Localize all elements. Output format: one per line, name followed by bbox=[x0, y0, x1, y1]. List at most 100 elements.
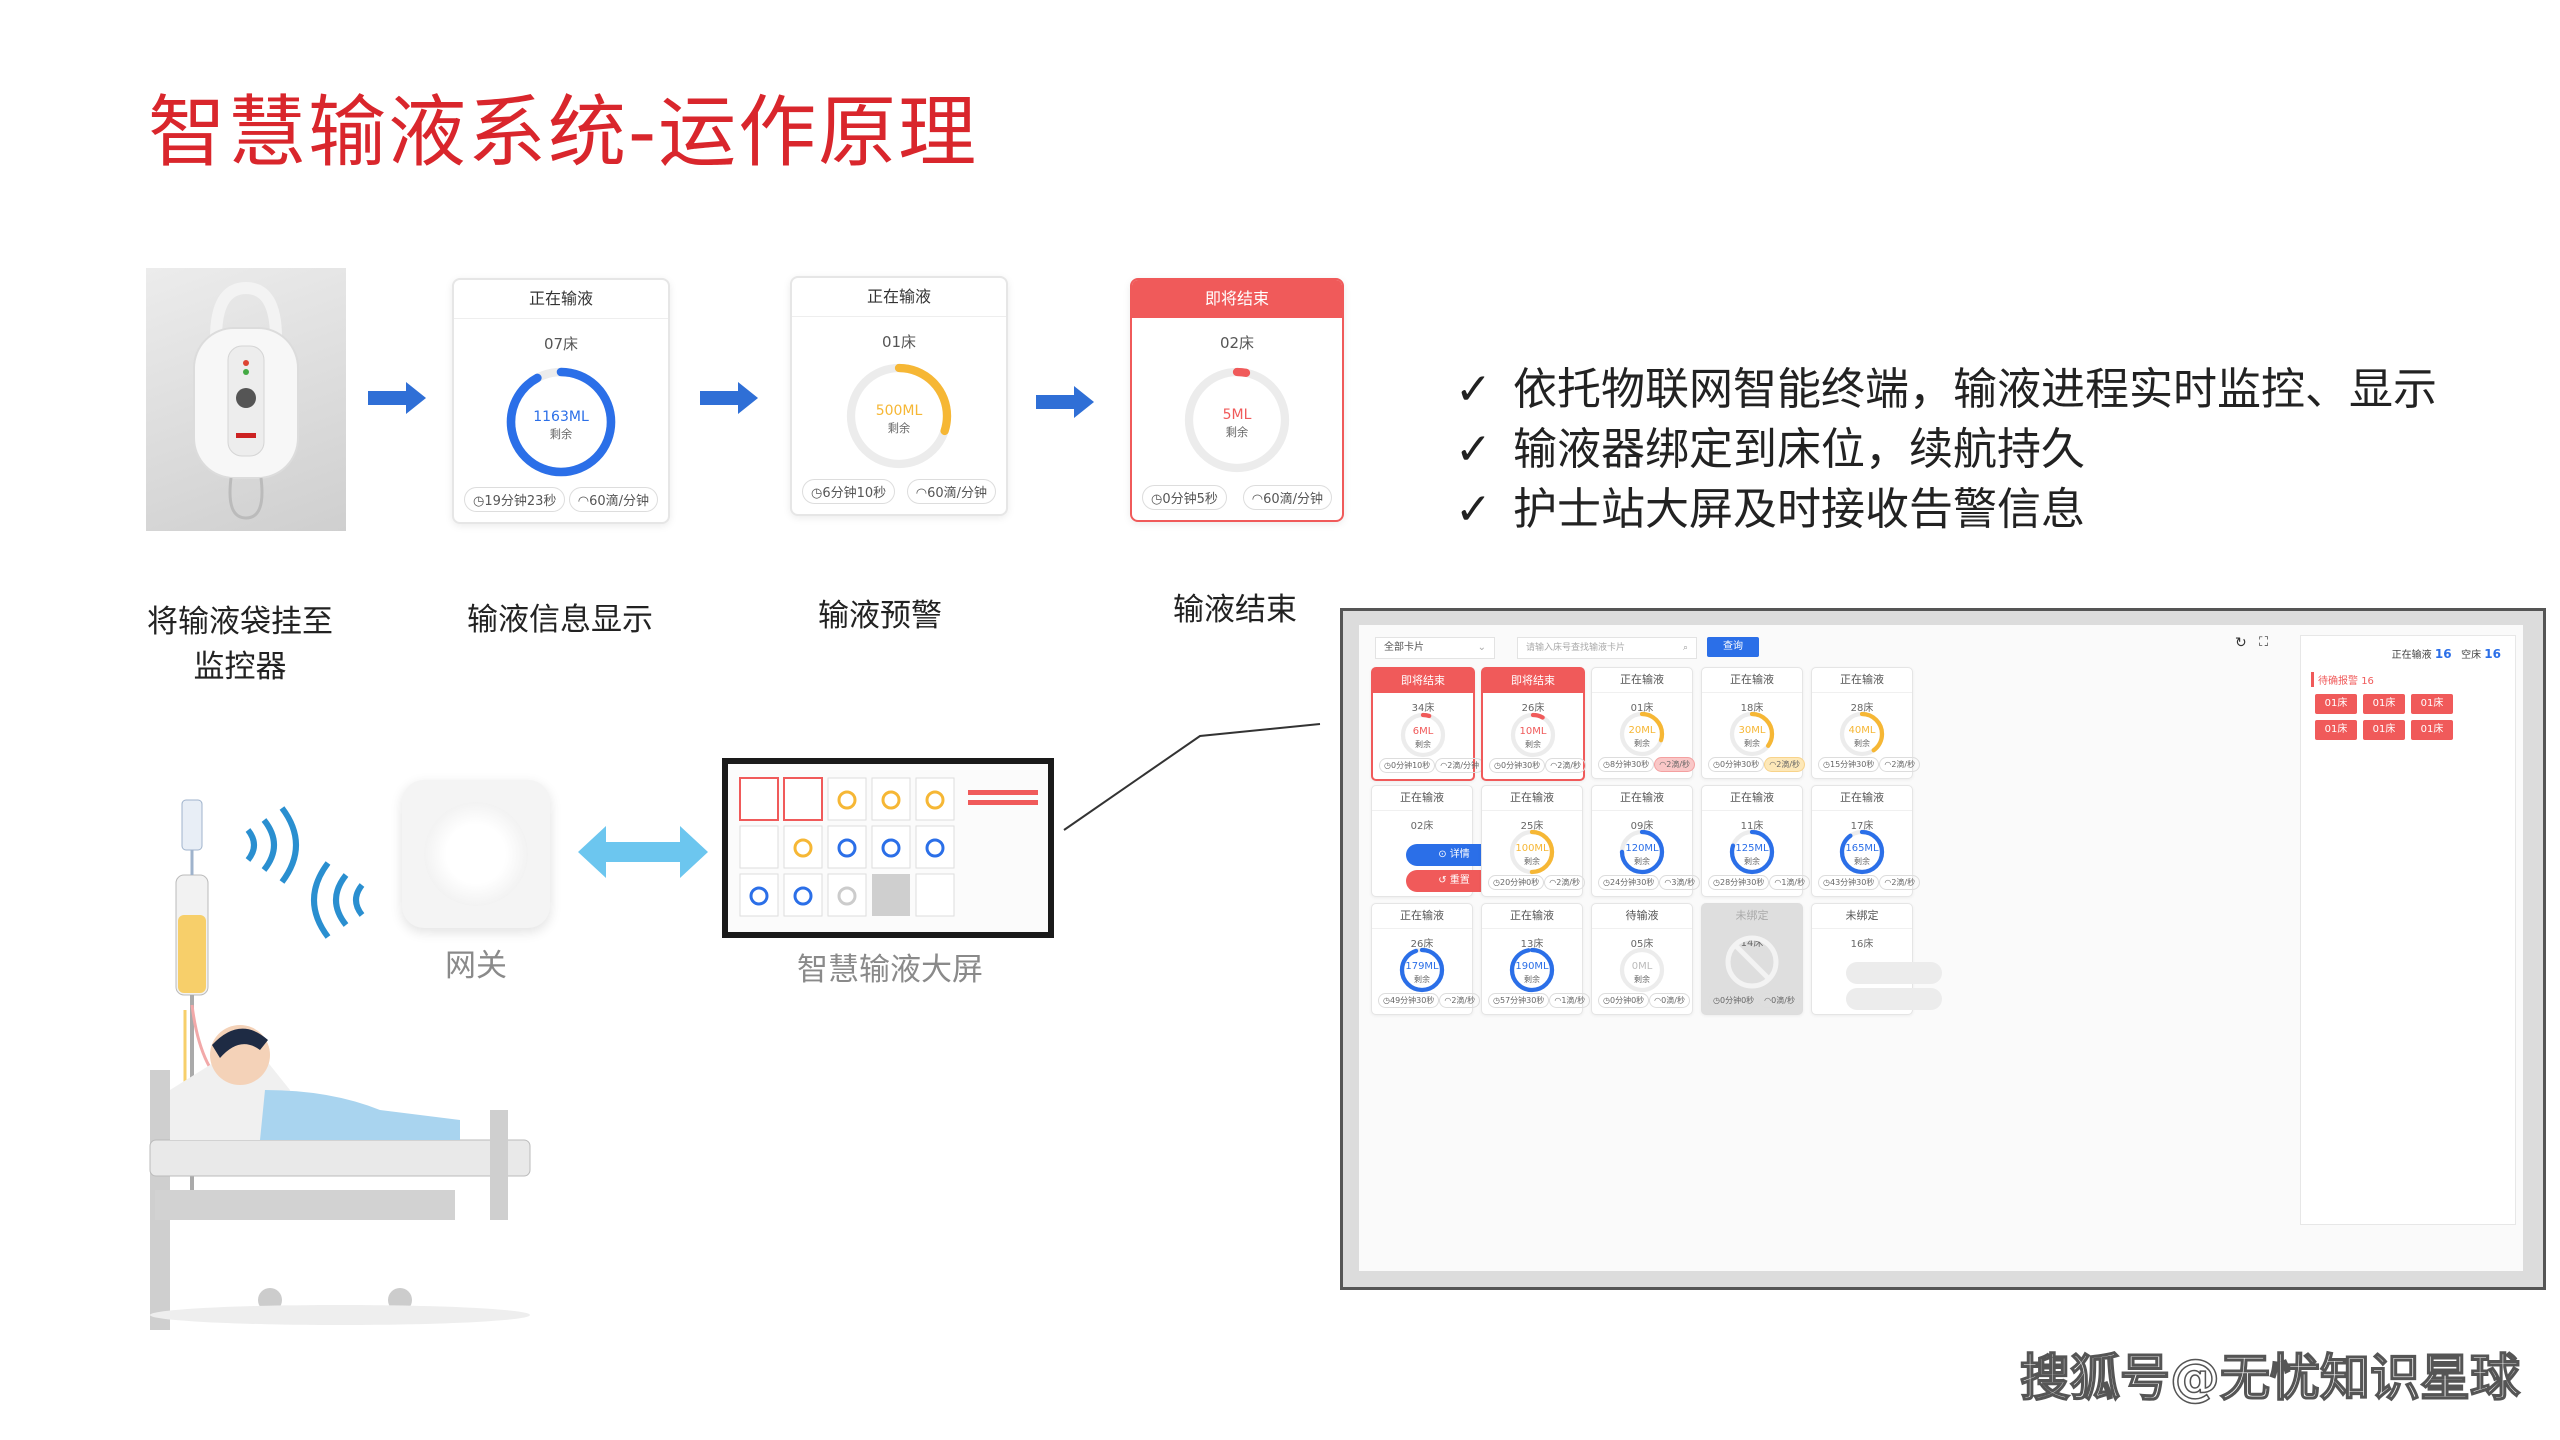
drip-rate: ◠60滴/分钟 bbox=[906, 479, 996, 504]
level-ring: 125ML 剩余 bbox=[1729, 829, 1775, 875]
nurse-station-bigscreen: 全部卡片⌄ 请输入床号查找输液卡片⌕ 查询 ↻ ⛶ 即将结束 34床 6ML 剩余 ◷0… bbox=[1340, 608, 2546, 1290]
unavailable-icon bbox=[1725, 935, 1779, 989]
fullscreen-icon[interactable]: ⛶ bbox=[2259, 635, 2269, 650]
remaining-label: 剩余 bbox=[1744, 738, 1760, 748]
card-status: 正在输液 bbox=[792, 278, 1006, 317]
drip-rate: ◠2滴/秒 bbox=[1439, 993, 1481, 1008]
step4-caption: 输液结束 bbox=[1173, 592, 1297, 628]
time-remaining: ◷0分钟30秒 bbox=[1489, 758, 1546, 773]
remaining-label: 剩余 bbox=[1744, 856, 1760, 866]
search-input[interactable]: 请输入床号查找输液卡片⌕ bbox=[1517, 637, 1697, 659]
wireless-signal-icon bbox=[245, 806, 299, 884]
level-ring: 6ML 剩余 bbox=[1400, 712, 1446, 758]
time-remaining: ◷0分钟30秒 bbox=[1708, 757, 1765, 772]
refresh-icon[interactable]: ↻ bbox=[2235, 635, 2247, 651]
remaining-volume: 5ML bbox=[1223, 407, 1252, 423]
page-title: 智慧输液系统-运作原理 bbox=[148, 88, 979, 178]
ring-fill bbox=[846, 363, 952, 469]
query-button[interactable]: 查询 bbox=[1707, 637, 1759, 657]
card-status: 即将结束 bbox=[1483, 669, 1583, 693]
card-bed: 16床 bbox=[1850, 939, 1874, 950]
time-remaining: ◷57分钟30秒 bbox=[1488, 993, 1550, 1008]
drip-rate: ◠2滴/秒 bbox=[1764, 757, 1806, 772]
remaining-label: 剩余 bbox=[1854, 738, 1870, 748]
feature-item: ✓输液器绑定到床位，续航持久 bbox=[1455, 420, 2437, 480]
drip-rate: ◠2滴/分钟 bbox=[1435, 758, 1485, 773]
card-bed: 34床 bbox=[1411, 703, 1435, 714]
card-bed: 18床 bbox=[1740, 703, 1764, 714]
alarm-tag[interactable]: 01床 bbox=[2315, 694, 2357, 714]
card-status: 正在输液 bbox=[1482, 786, 1582, 811]
search-icon: ⌕ bbox=[1682, 643, 1688, 653]
card-status: 即将结束 bbox=[1132, 280, 1342, 318]
alarm-tag[interactable]: 01床 bbox=[2411, 720, 2453, 740]
gateway-icon bbox=[424, 802, 528, 906]
alarm-tag[interactable]: 01床 bbox=[2363, 720, 2405, 740]
alarm-tag[interactable]: 01床 bbox=[2363, 694, 2405, 714]
card-bed: 09床 bbox=[1630, 821, 1654, 832]
card-status: 正在输液 bbox=[1592, 668, 1692, 693]
level-ring: 40ML 剩余 bbox=[1839, 711, 1885, 757]
card-bed: 01床 bbox=[881, 333, 917, 351]
alarm-tag[interactable]: 01床 bbox=[2411, 694, 2453, 714]
filter-select[interactable]: 全部卡片⌄ bbox=[1375, 637, 1495, 659]
remaining-volume: 30ML bbox=[1739, 725, 1766, 736]
card-bed: 25床 bbox=[1520, 821, 1544, 832]
ring-fill bbox=[1839, 829, 1885, 875]
remaining-volume: 10ML bbox=[1520, 726, 1547, 737]
ring-fill bbox=[1510, 712, 1556, 758]
card-bed: 11床 bbox=[1740, 821, 1764, 832]
card-status: 未绑定 bbox=[1735, 909, 1769, 922]
step3-caption: 输液预警 bbox=[818, 598, 942, 634]
remaining-volume: 125ML bbox=[1735, 843, 1769, 854]
card-status: 正在输液 bbox=[454, 280, 668, 319]
remaining-label: 剩余 bbox=[1634, 738, 1650, 748]
ring-fill bbox=[1729, 711, 1775, 757]
remaining-label: 剩余 bbox=[1634, 856, 1650, 866]
remaining-label: 剩余 bbox=[1415, 739, 1431, 749]
time-remaining: ◷15分钟30秒 bbox=[1818, 757, 1880, 772]
bigscreen-thumbnail bbox=[722, 758, 1054, 938]
ring-fill bbox=[1509, 829, 1555, 875]
card-status: 正在输液 bbox=[1812, 668, 1912, 693]
remaining-volume: 6ML bbox=[1413, 726, 1434, 737]
remaining-label: 剩余 bbox=[1524, 856, 1540, 866]
infusion-monitor-device-image bbox=[146, 268, 346, 531]
bigscreen-dashboard: 全部卡片⌄ 请输入床号查找输液卡片⌕ 查询 ↻ ⛶ 即将结束 34床 6ML 剩余 ◷0… bbox=[1359, 625, 2523, 1271]
reset-icon: ↺ bbox=[1438, 875, 1447, 886]
time-remaining: ◷49分钟30秒 bbox=[1378, 993, 1440, 1008]
remaining-volume: 40ML bbox=[1849, 725, 1876, 736]
reset-button[interactable]: ↺ 重置 bbox=[1406, 870, 1502, 892]
detail-button[interactable]: ⊙ 详情 bbox=[1406, 844, 1502, 866]
remaining-label: 剩余 bbox=[1854, 856, 1870, 866]
card-status: 正在输液 bbox=[1702, 786, 1802, 811]
time-remaining: ◷8分钟30秒 bbox=[1598, 757, 1655, 772]
remaining-label: 剩余 bbox=[550, 427, 572, 441]
reset-button-disabled bbox=[1846, 988, 1942, 1010]
alarm-tag[interactable]: 01床 bbox=[2315, 720, 2357, 740]
time-remaining: ◷20分钟0秒 bbox=[1488, 875, 1545, 890]
connector-line bbox=[1063, 723, 1321, 831]
time-remaining: ◷0分钟0秒 bbox=[1708, 993, 1760, 1008]
ring-fill bbox=[1619, 829, 1665, 875]
